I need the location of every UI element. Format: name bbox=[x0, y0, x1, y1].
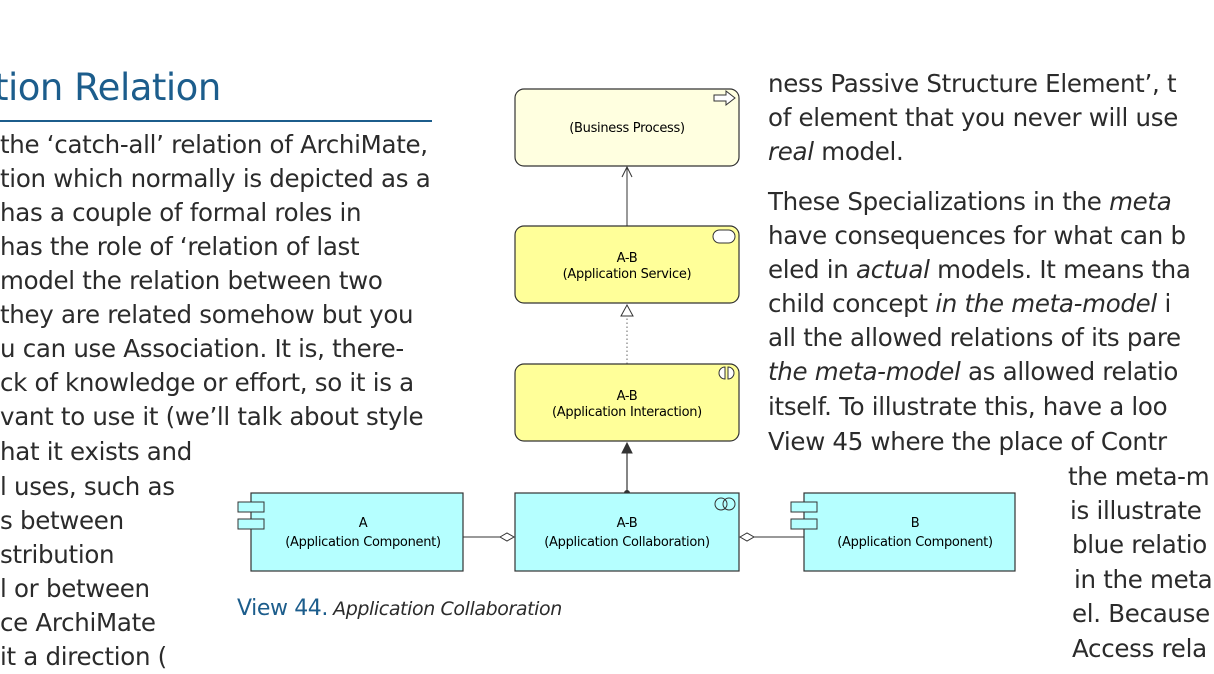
application-service-label: (Application Service) bbox=[563, 267, 692, 282]
right-line: the meta-model as allowed relatio bbox=[768, 355, 1178, 389]
left-line: ck of knowledge or effort, so it is a bbox=[0, 368, 414, 397]
emphasis: in the meta-model bbox=[935, 289, 1157, 318]
left-line: l or between bbox=[0, 574, 150, 603]
component-a-box bbox=[250, 492, 464, 572]
application-interaction-name: A-B bbox=[617, 389, 638, 404]
component-a-label: (Application Component) bbox=[285, 535, 441, 550]
right-line: real model. bbox=[768, 135, 904, 169]
right-line: in the meta bbox=[1074, 565, 1213, 594]
assignment-arrowhead bbox=[621, 441, 633, 454]
component-b-box bbox=[803, 492, 1016, 572]
right-line: is illustrate bbox=[1070, 496, 1202, 525]
text-run: These Specializations in the bbox=[768, 187, 1110, 216]
application-service-box bbox=[514, 225, 740, 304]
component-icon-tab-bottom bbox=[237, 518, 265, 530]
left-line: l uses, such as bbox=[0, 472, 175, 501]
aggregation-diamond-b bbox=[738, 532, 756, 542]
application-interaction-box bbox=[514, 363, 740, 442]
right-line: all the allowed relations of its pare bbox=[768, 323, 1181, 352]
application-component-a[interactable]: A (Application Component) bbox=[237, 492, 464, 572]
text-run: model. bbox=[813, 137, 904, 166]
application-collaboration-name: A-B bbox=[617, 516, 638, 531]
left-line: they are related somehow but you bbox=[0, 300, 414, 329]
serving-arrowhead bbox=[621, 165, 633, 178]
text-run: as allowed relatio bbox=[960, 357, 1179, 386]
component-icon-tab-top bbox=[237, 501, 265, 513]
collaboration-icon-left bbox=[714, 497, 728, 511]
application-interaction-element[interactable]: A-B (Application Interaction) bbox=[514, 363, 740, 442]
left-line: has the role of ‘relation of last bbox=[0, 232, 360, 261]
section-heading: tion Relation bbox=[0, 66, 221, 109]
left-line: s between bbox=[0, 506, 124, 535]
text-run: child concept bbox=[768, 289, 936, 318]
left-line: stribution bbox=[0, 540, 115, 569]
interaction-icon-left bbox=[718, 366, 726, 380]
application-interaction-label: (Application Interaction) bbox=[552, 405, 702, 420]
component-b-label: (Application Component) bbox=[837, 535, 993, 550]
right-line: itself. To illustrate this, have a loo bbox=[768, 392, 1168, 421]
emphasis: actual bbox=[856, 255, 930, 284]
caption-text: Application Collaboration bbox=[333, 598, 562, 620]
aggregation-diamond-a bbox=[498, 532, 516, 542]
component-icon-tab-top bbox=[790, 501, 818, 513]
right-line: have consequences for what can b bbox=[768, 221, 1186, 250]
component-a-name: A bbox=[359, 516, 368, 531]
left-line: model the relation between two bbox=[0, 266, 383, 295]
caption-number: View 44. bbox=[237, 596, 328, 621]
left-line: u can use Association. It is, there- bbox=[0, 334, 404, 363]
interaction-icon-right bbox=[727, 366, 735, 380]
application-component-b[interactable]: B (Application Component) bbox=[790, 492, 1016, 572]
application-collaboration-element[interactable]: A-B (Application Collaboration) bbox=[514, 492, 740, 572]
application-service-element[interactable]: A-B (Application Service) bbox=[514, 225, 740, 304]
left-line: the ‘catch-all’ relation of ArchiMate, bbox=[0, 130, 428, 159]
left-line: tion which normally is depicted as a bbox=[0, 164, 431, 193]
right-line: Access rela bbox=[1072, 634, 1207, 663]
process-arrow-icon bbox=[713, 89, 736, 107]
right-line: the meta-m bbox=[1068, 462, 1210, 491]
emphasis: real bbox=[768, 137, 814, 166]
realization-arrowhead bbox=[620, 303, 634, 317]
heading-underline bbox=[0, 120, 432, 122]
application-service-name: A-B bbox=[617, 251, 638, 266]
emphasis: meta bbox=[1109, 187, 1172, 216]
text-run: eled in bbox=[768, 255, 857, 284]
left-line: it a direction ( bbox=[0, 642, 167, 671]
component-icon-tab-bottom bbox=[790, 518, 818, 530]
text-run: i bbox=[1156, 289, 1171, 318]
right-line: ness Passive Structure Element’, t bbox=[768, 69, 1177, 98]
left-line: has a couple of formal roles in bbox=[0, 198, 362, 227]
right-line: These Specializations in the meta bbox=[768, 185, 1172, 219]
right-line: eled in actual models. It means tha bbox=[768, 253, 1191, 287]
application-collaboration-box bbox=[514, 492, 740, 572]
left-line: hat it exists and bbox=[0, 437, 193, 466]
service-icon bbox=[712, 229, 736, 244]
right-line: View 45 where the place of Contr bbox=[768, 427, 1167, 456]
component-b-name: B bbox=[911, 516, 920, 531]
text-run: models. It means tha bbox=[929, 255, 1191, 284]
right-line: el. Because bbox=[1072, 599, 1210, 628]
emphasis: the meta-model bbox=[768, 357, 961, 386]
right-line: of element that you never will use bbox=[768, 103, 1179, 132]
business-process-label: (Business Process) bbox=[569, 121, 685, 136]
figure-caption: View 44. Application Collaboration bbox=[237, 596, 562, 621]
application-collaboration-label: (Application Collaboration) bbox=[544, 535, 709, 550]
business-process-element[interactable]: (Business Process) bbox=[514, 88, 740, 167]
left-line: ce ArchiMate bbox=[0, 608, 156, 637]
collaboration-icon-right bbox=[722, 497, 736, 511]
left-line: vant to use it (we’ll talk about style bbox=[0, 402, 424, 431]
right-line: blue relatio bbox=[1072, 530, 1207, 559]
right-line: child concept in the meta-model i bbox=[768, 287, 1171, 321]
